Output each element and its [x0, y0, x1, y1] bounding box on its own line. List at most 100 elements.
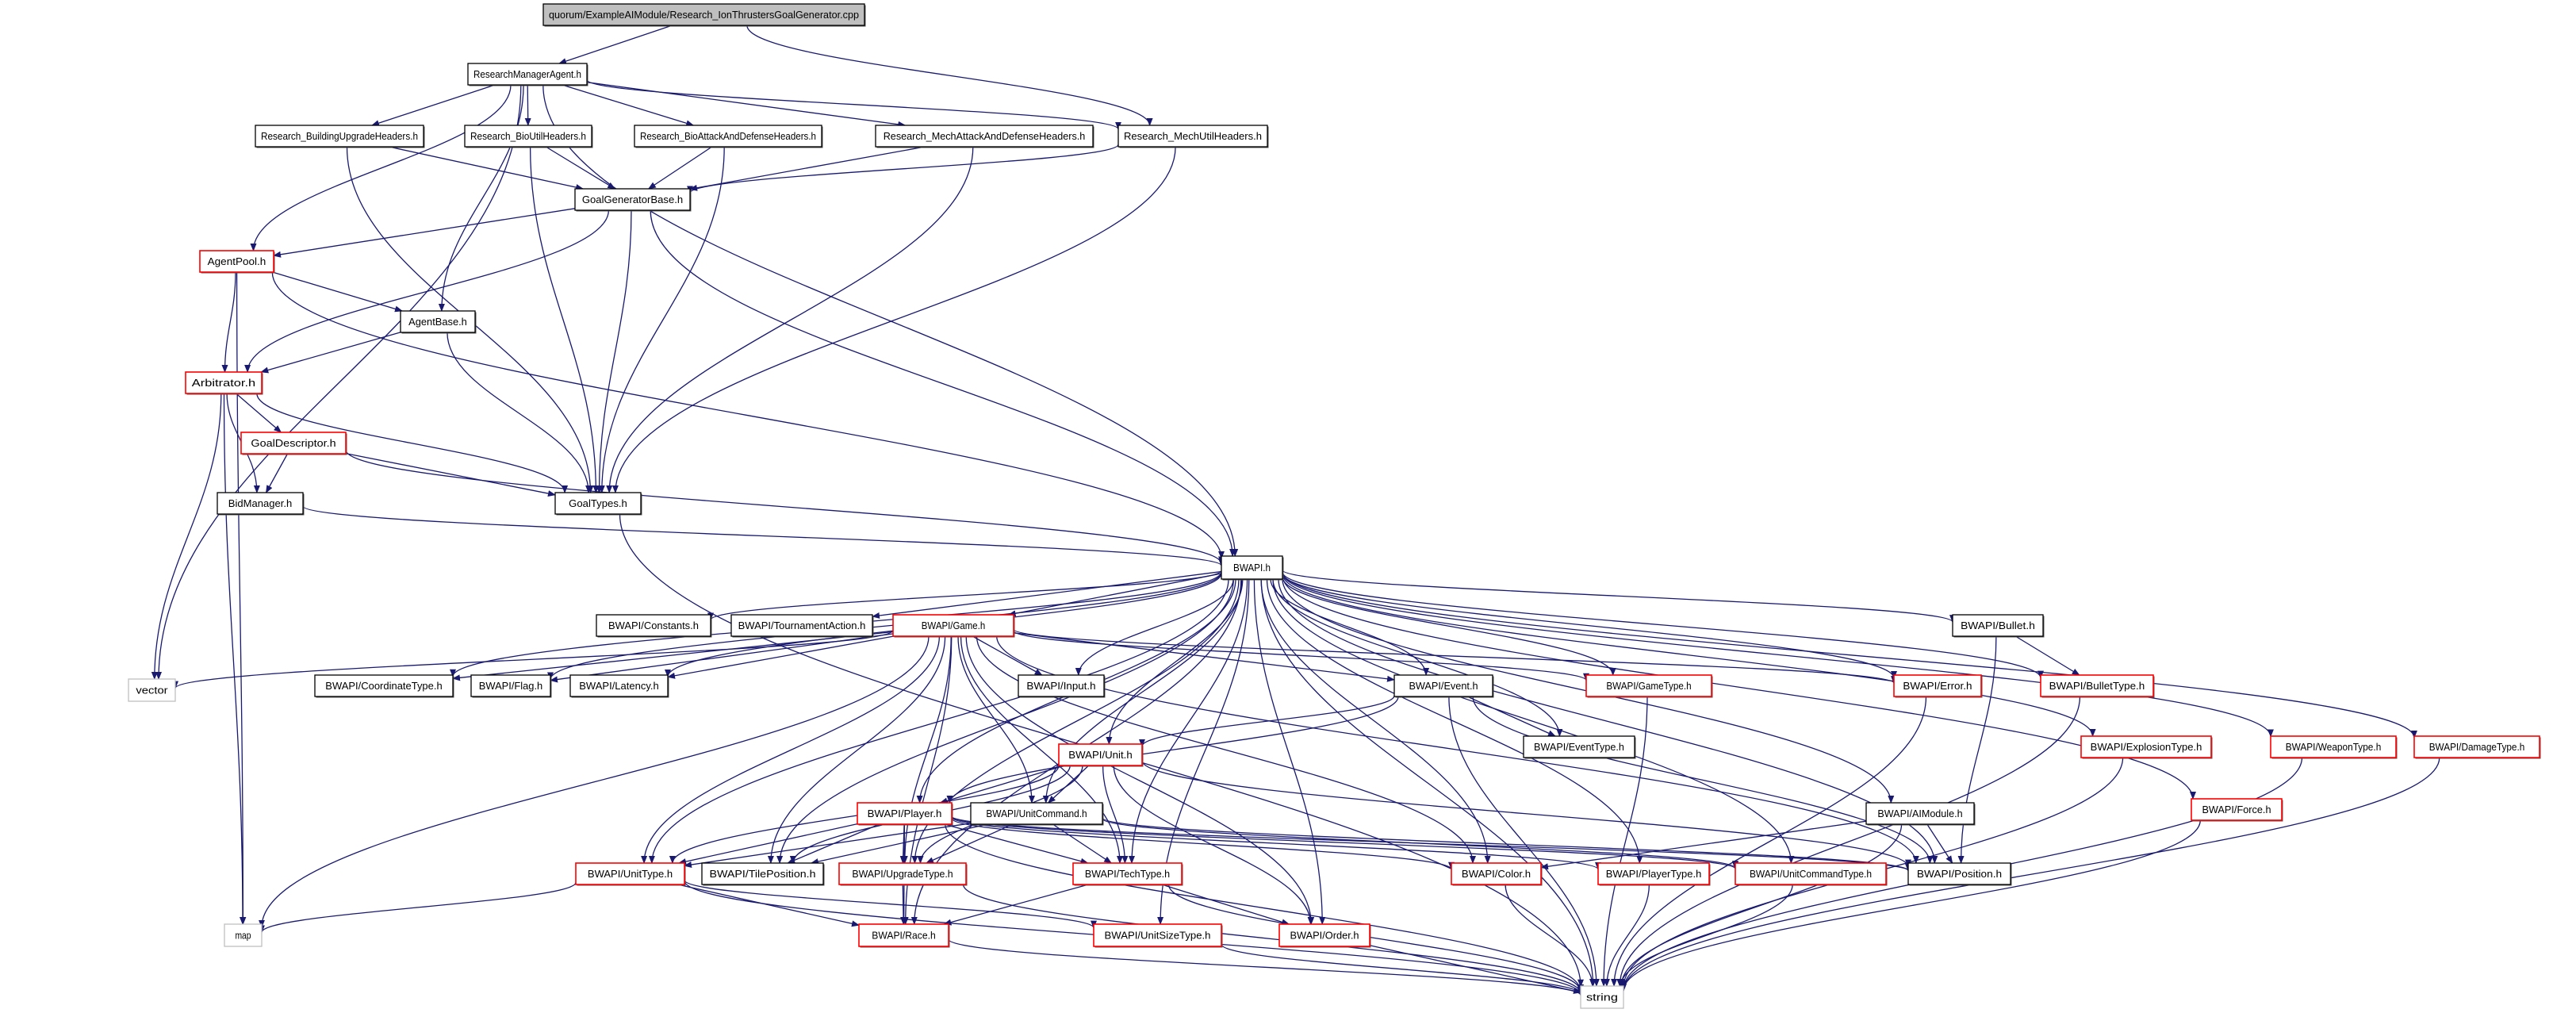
node-gdesc[interactable]: GoalDescriptor.h	[240, 432, 347, 455]
edge-playertype-to-string	[1603, 884, 1650, 987]
node-tilepos[interactable]: BWAPI/TilePosition.h	[701, 862, 825, 886]
edge-game-to-color	[976, 635, 1476, 864]
node-game[interactable]: BWAPI/Game.h	[892, 614, 1015, 638]
node-playertype[interactable]: BWAPI/PlayerType.h	[1597, 862, 1711, 886]
edge-apool-to-abase	[272, 271, 403, 313]
edge-gametype-to-string	[1600, 696, 1648, 987]
node-explosion[interactable]: BWAPI/ExplosionType.h	[2080, 735, 2213, 759]
node-order[interactable]: BWAPI/Order.h	[1278, 923, 1371, 948]
node-bullet[interactable]: BWAPI/Bullet.h	[1952, 614, 2045, 638]
node-gametype[interactable]: BWAPI/GameType.h	[1585, 674, 1713, 698]
node-event[interactable]: BWAPI/Event.h	[1393, 674, 1494, 698]
node-label: BWAPI/PlayerType.h	[1606, 868, 1702, 880]
node-rbio[interactable]: Research_BioUtilHeaders.h	[464, 125, 593, 148]
node-vector[interactable]: vector	[128, 678, 176, 702]
edge-bwapi-to-explosion	[1282, 574, 2096, 737]
node-color[interactable]: BWAPI/Color.h	[1451, 862, 1543, 886]
node-rmad[interactable]: Research_MechAttackAndDefenseHeaders.h	[875, 125, 1094, 148]
edge-ggb-to-bwapi	[650, 209, 1236, 557]
edge-unitcmd-to-tech	[1052, 823, 1113, 864]
node-apool[interactable]: AgentPool.h	[199, 250, 275, 274]
edge-bwapi-to-eventtype	[1272, 578, 1563, 737]
edge-damage-to-string	[1620, 757, 2440, 992]
node-box	[1523, 735, 1635, 758]
node-race[interactable]: BWAPI/Race.h	[858, 923, 950, 948]
node-rbuh[interactable]: Research_BuildingUpgradeHeaders.h	[255, 125, 425, 148]
edge-event-to-eventtype	[1466, 696, 1556, 737]
edge-rma-to-rbio	[524, 84, 531, 126]
node-arb[interactable]: Arbitrator.h	[185, 371, 263, 395]
node-rbad[interactable]: Research_BioAttackAndDefenseHeaders.h	[634, 125, 823, 148]
edge-bwapi-to-tourn	[872, 570, 1222, 619]
node-force[interactable]: BWAPI/Force.h	[2191, 798, 2283, 822]
edge-game-to-tilepos	[767, 635, 946, 864]
node-unitcmdtype[interactable]: BWAPI/UnitCommandType.h	[1735, 862, 1888, 886]
edge-error-to-string	[1611, 696, 1927, 987]
node-damage[interactable]: BWAPI/DamageType.h	[2413, 735, 2541, 759]
node-bullettype[interactable]: BWAPI/BulletType.h	[2040, 674, 2155, 698]
node-constants[interactable]: BWAPI/Constants.h	[596, 614, 712, 638]
edge-rma-to-abase	[438, 84, 524, 312]
node-coord[interactable]: BWAPI/CoordinateType.h	[314, 674, 454, 698]
edge-aimodule-to-position	[1926, 823, 1953, 864]
edge-ggb-to-apool	[273, 208, 576, 258]
edge-bwapi-to-string	[1260, 578, 1597, 987]
node-label: string	[1586, 992, 1618, 1003]
edge-player-to-string	[945, 823, 1584, 992]
edge-bullet-to-position	[1957, 635, 1997, 864]
node-root[interactable]: quorum/ExampleAIModule/Research_IonThrus…	[542, 3, 866, 27]
node-player[interactable]: BWAPI/Player.h	[857, 802, 953, 826]
node-latency[interactable]: BWAPI/Latency.h	[569, 674, 669, 698]
edge-bwapi-to-unit	[1106, 578, 1244, 745]
node-unit[interactable]: BWAPI/Unit.h	[1058, 743, 1144, 767]
node-unitcmd[interactable]: BWAPI/UnitCommand.h	[970, 802, 1104, 826]
edge-rmu-to-ggb	[687, 144, 1119, 194]
node-ggb[interactable]: GoalGeneratorBase.h	[574, 188, 692, 212]
edge-bwapi-to-input	[1075, 578, 1234, 676]
edge-apool-to-bwapi	[271, 271, 1225, 559]
edge-rma-to-rbuh	[371, 84, 496, 126]
node-box	[1893, 674, 1982, 697]
node-unitsize[interactable]: BWAPI/UnitSizeType.h	[1093, 923, 1223, 948]
node-label: AgentPool.h	[208, 255, 266, 267]
node-position[interactable]: BWAPI/Position.h	[1907, 862, 2012, 886]
node-tech[interactable]: BWAPI/TechType.h	[1072, 862, 1183, 886]
node-box	[1278, 923, 1370, 947]
edge-gdesc-to-bidm	[265, 453, 289, 493]
node-box	[1221, 555, 1283, 580]
node-label: BWAPI/BulletType.h	[2049, 680, 2145, 692]
node-label: BWAPI/Unit.h	[1068, 749, 1132, 761]
node-box	[857, 802, 953, 825]
node-map[interactable]: map	[224, 923, 263, 947]
node-tourn[interactable]: BWAPI/TournamentAction.h	[730, 614, 874, 638]
node-input[interactable]: BWAPI/Input.h	[1018, 674, 1106, 698]
edge-game-to-unittype	[641, 635, 941, 864]
node-unittype[interactable]: BWAPI/UnitType.h	[575, 862, 686, 886]
node-box	[1865, 802, 1975, 825]
edge-bullettype-to-string	[1616, 696, 2081, 987]
node-weapon[interactable]: BWAPI/WeaponType.h	[2270, 735, 2398, 759]
node-box	[1907, 862, 2011, 885]
node-bwapi[interactable]: BWAPI.h	[1221, 555, 1284, 581]
node-label: BWAPI/UnitCommandType.h	[1750, 868, 1872, 880]
node-error[interactable]: BWAPI/Error.h	[1893, 674, 1983, 698]
node-abase[interactable]: AgentBase.h	[400, 310, 477, 334]
node-rma[interactable]: ResearchManagerAgent.h	[467, 63, 588, 86]
node-string[interactable]: string	[1580, 985, 1624, 1009]
node-box	[224, 923, 263, 947]
node-gtypes[interactable]: GoalTypes.h	[554, 492, 642, 516]
node-aimodule[interactable]: BWAPI/AIModule.h	[1865, 802, 1976, 826]
edge-apool-to-map	[236, 271, 247, 925]
edge-game-to-upgrade	[901, 635, 952, 864]
node-rmu[interactable]: Research_MechUtilHeaders.h	[1117, 125, 1269, 148]
node-label: GoalDescriptor.h	[251, 437, 335, 449]
node-label: BWAPI/TechType.h	[1085, 868, 1170, 880]
node-eventtype[interactable]: BWAPI/EventType.h	[1523, 735, 1636, 759]
node-upgrade[interactable]: BWAPI/UpgradeType.h	[838, 862, 968, 886]
node-label: BWAPI/Latency.h	[579, 680, 659, 692]
node-bidm[interactable]: BidManager.h	[217, 492, 305, 516]
node-label: map	[235, 930, 251, 942]
node-flag[interactable]: BWAPI/Flag.h	[470, 674, 552, 698]
edge-rma-to-vector	[155, 84, 522, 680]
